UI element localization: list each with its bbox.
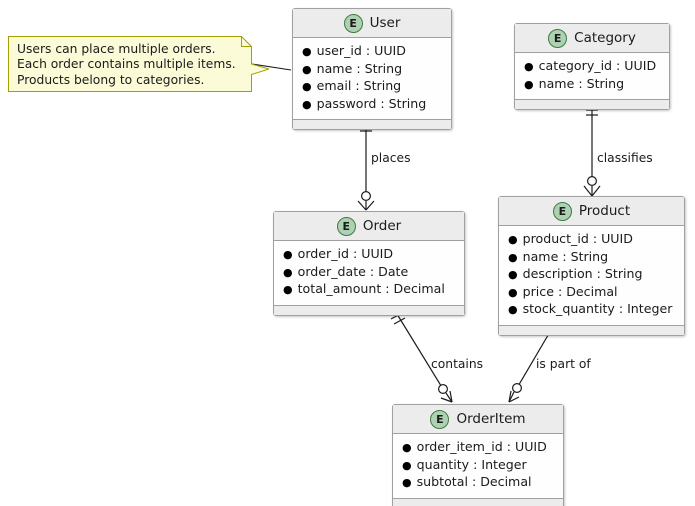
attribute-text: order_date : Date: [297, 263, 409, 279]
note-line-3: Products belong to categories.: [17, 72, 205, 87]
attribute-row: ● total_amount : Decimal: [283, 281, 455, 299]
attribute-text: name : String: [538, 75, 625, 91]
attribute-row: ● order_id : UUID: [283, 246, 455, 264]
entity-order-methods: [274, 305, 464, 315]
relationship-classifies: [583, 104, 601, 197]
attribute-row: ● name : String: [524, 76, 660, 94]
bullet-icon: ●: [508, 250, 518, 264]
entity-stereotype-icon: E: [552, 201, 572, 221]
entity-orderitem[interactable]: E OrderItem ● order_item_id : UUID ● qua…: [392, 404, 564, 506]
bullet-icon: ●: [508, 233, 518, 246]
attribute-row: ● stock_quantity : Integer: [508, 301, 675, 319]
attribute-row: ● price : Decimal: [508, 284, 675, 302]
note-line-2: Each order contains multiple items.: [17, 57, 236, 72]
attribute-row: ● order_item_id : UUID: [402, 439, 554, 457]
relationship-label-places: places: [371, 151, 411, 165]
attribute-row: ● order_date : Date: [283, 264, 455, 282]
entity-orderitem-attributes: ● order_item_id : UUID ● quantity : Inte…: [393, 434, 563, 499]
entity-user[interactable]: E User ● user_id : UUID ● name : String …: [292, 8, 452, 130]
bullet-icon: ●: [402, 458, 412, 472]
attribute-text: subtotal : Decimal: [416, 474, 532, 489]
attribute-row: ● name : String: [302, 61, 442, 79]
diagram-note: Users can place multiple orders. Each or…: [8, 36, 269, 92]
attribute-text: name : String: [522, 248, 609, 264]
bullet-icon: ●: [508, 268, 518, 281]
bullet-icon: ●: [508, 285, 518, 299]
entity-user-attributes: ● user_id : UUID ● name : String ● email…: [293, 38, 451, 120]
bullet-icon: ●: [302, 97, 312, 111]
relationship-label-classifies: classifies: [597, 151, 653, 165]
attribute-row: ● category_id : UUID: [524, 58, 660, 76]
attribute-text: quantity : Integer: [416, 456, 527, 472]
attribute-text: price : Decimal: [522, 283, 618, 299]
entity-orderitem-methods: [393, 498, 563, 506]
entity-product-title: Product: [578, 203, 631, 219]
attribute-text: user_id : UUID: [316, 43, 406, 58]
bullet-icon: ●: [302, 62, 312, 76]
attribute-text: stock_quantity : Integer: [522, 301, 673, 316]
attribute-row: ● user_id : UUID: [302, 43, 442, 61]
attribute-row: ● subtotal : Decimal: [402, 474, 554, 492]
entity-user-header: E User: [293, 9, 451, 38]
bullet-icon: ●: [283, 248, 293, 261]
entity-order-attributes: ● order_id : UUID ● order_date : Date ● …: [274, 241, 464, 306]
attribute-row: ● email : String: [302, 78, 442, 96]
attribute-text: order_item_id : UUID: [416, 439, 547, 454]
attribute-row: ● name : String: [508, 249, 675, 267]
attribute-text: total_amount : Decimal: [297, 281, 445, 296]
entity-product-header: E Product: [499, 197, 684, 226]
attribute-text: description : String: [522, 266, 643, 281]
entity-user-methods: [293, 120, 451, 129]
attribute-row: ● description : String: [508, 266, 675, 284]
relationship-places: [357, 120, 375, 211]
entity-product[interactable]: E Product ● product_id : UUID ● name : S…: [498, 196, 685, 336]
entity-orderitem-title: OrderItem: [456, 411, 526, 427]
bullet-icon: ●: [283, 265, 293, 279]
bullet-icon: ●: [524, 60, 534, 73]
entity-product-attributes: ● product_id : UUID ● name : String ● de…: [499, 226, 684, 326]
attribute-text: password : String: [316, 95, 427, 111]
entity-product-methods: [499, 325, 684, 335]
attribute-row: ● quantity : Integer: [402, 457, 554, 475]
entity-stereotype-icon: E: [548, 28, 568, 48]
entity-orderitem-header: E OrderItem: [393, 405, 563, 434]
entity-category[interactable]: E Category ● category_id : UUID ● name :…: [514, 23, 670, 110]
relationship-label-contains: contains: [431, 357, 484, 371]
entity-category-attributes: ● category_id : UUID ● name : String: [515, 53, 669, 100]
bullet-icon: ●: [302, 80, 312, 93]
attribute-text: order_id : UUID: [297, 246, 394, 261]
attribute-row: ● product_id : UUID: [508, 231, 675, 249]
entity-category-methods: [515, 100, 669, 109]
bullet-icon: ●: [402, 476, 412, 489]
note-shape: [8, 36, 269, 92]
entity-category-header: E Category: [515, 24, 669, 53]
relationship-contains: [390, 312, 453, 403]
bullet-icon: ●: [302, 45, 312, 58]
note-line-1: Users can place multiple orders.: [17, 42, 216, 56]
relationship-label-is-part-of: is part of: [536, 357, 591, 371]
entity-order-title: Order: [362, 218, 402, 234]
bullet-icon: ●: [524, 77, 534, 91]
entity-order[interactable]: E Order ● order_id : UUID ● order_date :…: [273, 211, 465, 316]
bullet-icon: ●: [283, 283, 293, 296]
attribute-text: email : String: [316, 78, 402, 93]
entity-stereotype-icon: E: [343, 13, 363, 33]
bullet-icon: ●: [402, 441, 412, 454]
attribute-text: name : String: [316, 60, 403, 76]
entity-user-title: User: [369, 15, 401, 31]
entity-stereotype-icon: E: [430, 409, 450, 429]
attribute-text: category_id : UUID: [538, 58, 657, 73]
entity-stereotype-icon: E: [336, 216, 356, 236]
bullet-icon: ●: [508, 303, 518, 316]
attribute-row: ● password : String: [302, 96, 442, 114]
entity-order-header: E Order: [274, 212, 464, 241]
entity-category-title: Category: [574, 30, 636, 46]
attribute-text: product_id : UUID: [522, 231, 633, 246]
